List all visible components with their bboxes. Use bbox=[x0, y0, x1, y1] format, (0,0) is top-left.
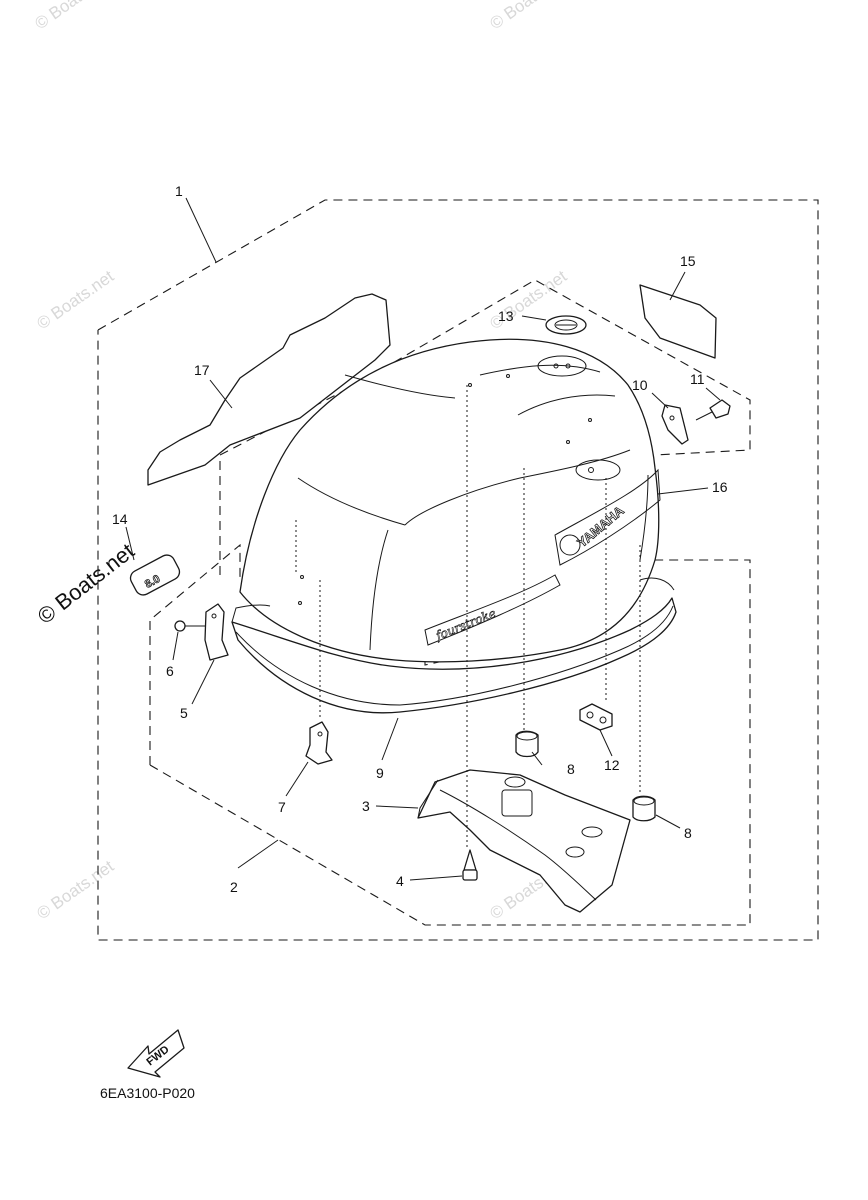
callout-2: 2 bbox=[230, 879, 238, 895]
side-decal-strip bbox=[147, 293, 391, 486]
grommet bbox=[545, 315, 587, 335]
screw bbox=[462, 849, 478, 881]
callout-16: 16 bbox=[712, 479, 728, 495]
callout-9: 9 bbox=[376, 765, 384, 781]
callout-14: 14 bbox=[112, 511, 128, 527]
assembly-outline-1 bbox=[97, 199, 819, 941]
rubber-bush bbox=[632, 795, 656, 822]
bolt bbox=[695, 399, 731, 421]
callout-17: 17 bbox=[194, 362, 210, 378]
callout-8: 8 bbox=[567, 761, 575, 777]
rear-label-plate bbox=[639, 284, 717, 359]
hinge-bracket bbox=[204, 603, 229, 661]
callout-6: 6 bbox=[166, 663, 174, 679]
callout-4: 4 bbox=[396, 873, 404, 889]
callout-8: 8 bbox=[684, 825, 692, 841]
callout-1: 1 bbox=[175, 183, 183, 199]
cowling-seal bbox=[231, 577, 677, 714]
callout-5: 5 bbox=[180, 705, 188, 721]
forward-arrow: FWD bbox=[127, 1029, 185, 1078]
model-badge: 8.0 bbox=[129, 554, 181, 596]
callouts: 1 2 3 4 5 6 7 8 8 9 10 11 12 13 14 15 16… bbox=[112, 183, 728, 895]
hook bbox=[305, 721, 333, 765]
watermark: © Boats.net bbox=[33, 856, 117, 923]
rubber-bush bbox=[515, 730, 539, 758]
watermark: © Boats.net bbox=[31, 0, 115, 33]
watermark-large: © Boats.net bbox=[33, 538, 139, 629]
callout-13: 13 bbox=[498, 308, 514, 324]
pin bbox=[174, 620, 205, 632]
callout-10: 10 bbox=[632, 377, 648, 393]
watermark: © Boats.net bbox=[486, 0, 570, 33]
latch-bracket bbox=[661, 404, 689, 445]
callout-11: 11 bbox=[690, 371, 705, 387]
watermark: © Boats.net bbox=[33, 266, 117, 333]
callout-3: 3 bbox=[362, 798, 370, 814]
leader-lines bbox=[125, 197, 721, 881]
grommet-plate bbox=[579, 703, 613, 731]
top-cowling: YAMAHA fourstroke bbox=[239, 338, 661, 663]
diagram-reference-code: 6EA3100-P020 bbox=[100, 1085, 195, 1101]
callout-12: 12 bbox=[604, 757, 620, 773]
bottom-bracket bbox=[417, 769, 631, 913]
installation-lines bbox=[295, 385, 641, 850]
callout-15: 15 bbox=[680, 253, 696, 269]
callout-7: 7 bbox=[278, 799, 286, 815]
